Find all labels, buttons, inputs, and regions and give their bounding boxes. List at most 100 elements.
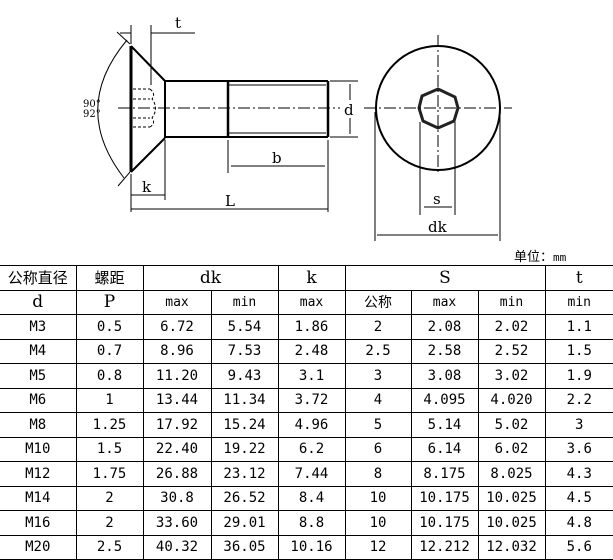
cell-s-min: 12.032 <box>477 534 546 560</box>
cell-dk-min: 26.52 <box>210 485 279 511</box>
cell-k-max: 8.8 <box>277 510 346 536</box>
cell-dk-max: 8.96 <box>142 338 212 364</box>
cell-k-max: 2.48 <box>277 338 346 364</box>
cell-dk-min: 36.05 <box>210 534 279 560</box>
cell-s-max: 10.175 <box>410 485 479 511</box>
header-nominal-diameter: 公称直径 <box>0 265 77 291</box>
cell-dk-min: 7.53 <box>210 338 279 364</box>
cell-k-max: 1.86 <box>277 314 346 340</box>
header-k-max: max <box>277 289 346 315</box>
header-row-1: 公称直径 螺距 dk k S t <box>0 265 613 291</box>
cell-s-min: 3.02 <box>477 363 546 389</box>
cell-s-nominal: 2.5 <box>344 338 412 364</box>
cell-d: M3 <box>0 314 77 340</box>
cell-dk-max: 26.88 <box>142 461 212 487</box>
cell-dk-max: 33.60 <box>142 510 212 536</box>
header-dk: dk <box>142 265 279 291</box>
cell-P: 0.8 <box>75 363 144 389</box>
cell-t-min: 4.8 <box>544 510 613 536</box>
label-t: t <box>175 14 181 32</box>
cell-P: 0.7 <box>75 338 144 364</box>
cell-s-max: 2.58 <box>410 338 479 364</box>
cell-dk-min: 19.22 <box>210 436 279 462</box>
header-t: t <box>544 265 613 291</box>
cell-s-nominal: 4 <box>344 387 412 413</box>
label-b: b <box>272 149 282 167</box>
cell-s-max: 12.212 <box>410 534 479 560</box>
cell-s-max: 3.08 <box>410 363 479 389</box>
cell-t-min: 4.3 <box>544 461 613 487</box>
cell-d: M12 <box>0 461 77 487</box>
cell-dk-max: 11.20 <box>142 363 212 389</box>
cell-dk-max: 22.40 <box>142 436 212 462</box>
cell-d: M5 <box>0 363 77 389</box>
cell-P: 1.25 <box>75 412 144 438</box>
cell-dk-max: 13.44 <box>142 387 212 413</box>
cell-k-max: 6.2 <box>277 436 346 462</box>
cell-d: M8 <box>0 412 77 438</box>
cell-s-nominal: 10 <box>344 510 412 536</box>
cell-s-max: 5.14 <box>410 412 479 438</box>
cell-s-max: 8.175 <box>410 461 479 487</box>
cell-s-min: 5.02 <box>477 412 546 438</box>
header-P: P <box>75 289 144 315</box>
cell-t-min: 5.6 <box>544 534 613 560</box>
cell-s-min: 2.52 <box>477 338 546 364</box>
cell-t-min: 2.2 <box>544 387 613 413</box>
cell-s-min: 4.020 <box>477 387 546 413</box>
cell-t-min: 4.5 <box>544 485 613 511</box>
cell-s-min: 8.025 <box>477 461 546 487</box>
cell-dk-max: 30.8 <box>142 485 212 511</box>
top-view-labels: s dk <box>428 190 448 236</box>
label-k: k <box>142 178 152 196</box>
cell-s-min: 10.025 <box>477 510 546 536</box>
cell-s-nominal: 3 <box>344 363 412 389</box>
cell-k-max: 4.96 <box>277 412 346 438</box>
unit-label: 单位：mm <box>514 246 566 265</box>
cell-dk-min: 23.12 <box>210 461 279 487</box>
header-t-min: min <box>544 289 613 315</box>
cell-k-max: 8.4 <box>277 485 346 511</box>
label-L: L <box>225 192 235 210</box>
cell-dk-max: 17.92 <box>142 412 212 438</box>
header-row-2: d P max min max 公称 max min min <box>0 289 613 315</box>
side-view-labels: t 90° 92° d b k L <box>83 14 354 210</box>
cell-s-max: 6.14 <box>410 436 479 462</box>
cell-s-min: 6.02 <box>477 436 546 462</box>
cell-dk-max: 40.32 <box>142 534 212 560</box>
label-s: s <box>433 190 441 208</box>
cell-dk-max: 6.72 <box>142 314 212 340</box>
cell-P: 2 <box>75 510 144 536</box>
unit-value: mm <box>553 251 567 264</box>
cell-s-min: 2.02 <box>477 314 546 340</box>
cell-dk-min: 5.54 <box>210 314 279 340</box>
cell-s-min: 10.025 <box>477 485 546 511</box>
top-view <box>364 35 512 241</box>
cell-P: 2.5 <box>75 534 144 560</box>
unit-caption: 单位： <box>514 250 554 265</box>
cell-P: 1 <box>75 387 144 413</box>
cell-P: 1.75 <box>75 461 144 487</box>
cell-t-min: 3 <box>544 412 613 438</box>
cell-s-max: 2.08 <box>410 314 479 340</box>
cell-d: M16 <box>0 510 77 536</box>
header-pitch: 螺距 <box>75 265 144 291</box>
cell-k-max: 3.72 <box>277 387 346 413</box>
cell-t-min: 1.9 <box>544 363 613 389</box>
screw-technical-drawing: t 90° 92° d b k L s dk <box>83 14 512 241</box>
cell-k-max: 3.1 <box>277 363 346 389</box>
cell-d: M10 <box>0 436 77 462</box>
cell-dk-min: 11.34 <box>210 387 279 413</box>
label-angle-90: 90° <box>83 99 101 110</box>
cell-s-max: 10.175 <box>410 510 479 536</box>
header-s-min: min <box>477 289 546 315</box>
